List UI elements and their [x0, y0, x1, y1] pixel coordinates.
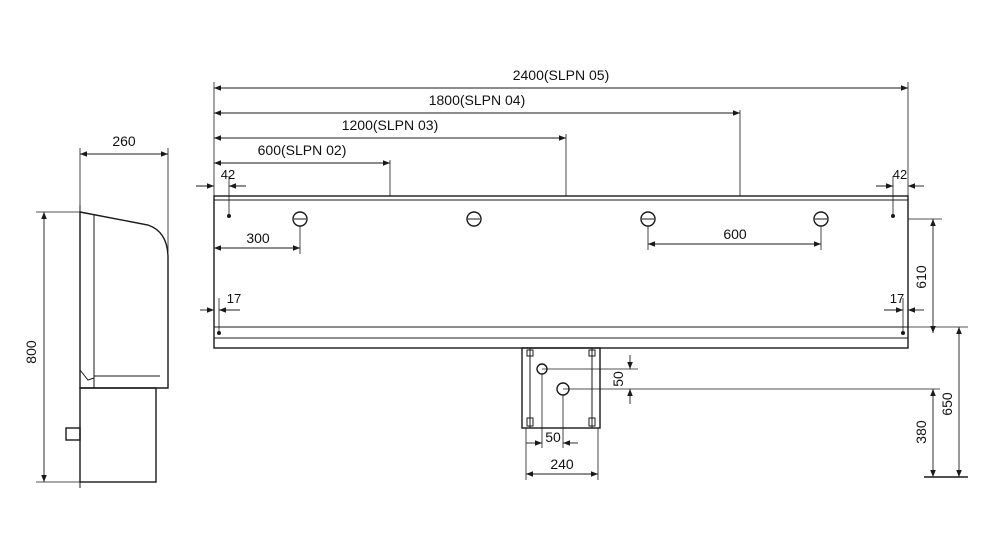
bottom-offset-left-label: 17: [227, 291, 241, 306]
dim-label-1800: 1800(SLPN 04): [429, 92, 526, 108]
side-height-label: 800: [23, 340, 39, 364]
bracket-horizontal-label: 50: [545, 429, 561, 445]
mounting-hole-2: [466, 211, 482, 227]
length-dimensions: 2400(SLPN 05) 1800(SLPN 04) 1200(SLPN 03…: [213, 67, 909, 196]
side-view-hood: [79, 211, 169, 389]
bottom-offset-dimensions: 17 17: [200, 291, 924, 331]
body-height-label: 610: [913, 265, 929, 289]
hole-300-label: 300: [246, 230, 270, 246]
bracket-vertical-label: 50: [610, 371, 626, 387]
mounting-bracket-foot-left: [526, 417, 534, 427]
bracket-dimensions: 50 50 240: [525, 355, 940, 480]
bracket-width-label: 240: [550, 456, 574, 472]
end-offset-right-label: 42: [893, 167, 907, 182]
end-offset-left-label: 42: [221, 167, 235, 182]
mount-low-label: 380: [913, 420, 929, 444]
end-point-top-left: [227, 214, 231, 218]
hole-600-label: 600: [723, 226, 747, 242]
dim-label-2400: 2400(SLPN 05): [513, 67, 610, 83]
end-point-bottom-right: [901, 331, 905, 335]
side-view-base-box: [79, 387, 157, 483]
mount-high-label: 650: [939, 392, 955, 416]
side-view-connector: [65, 427, 81, 441]
front-view-body: [213, 195, 909, 349]
mounting-hole-4: [813, 211, 829, 227]
mounting-hole-3: [640, 211, 656, 227]
mounting-bracket-cap-right: [588, 349, 596, 357]
mounting-bracket-foot-right: [588, 417, 596, 427]
hole-dimensions: 300 600: [213, 226, 822, 254]
side-view-hood-lip: [79, 369, 95, 381]
end-point-bottom-left: [217, 331, 221, 335]
end-point-top-right: [891, 214, 895, 218]
mount-height-dimensions: 380 650: [908, 326, 968, 478]
bottom-offset-right-label: 17: [890, 291, 904, 306]
side-view: 260 800: [23, 133, 169, 488]
dim-label-1200: 1200(SLPN 03): [342, 117, 439, 133]
dim-label-600: 600(SLPN 02): [258, 142, 347, 158]
mounting-bracket: [521, 347, 601, 429]
front-view: [213, 195, 909, 429]
body-height-dimension: 610: [908, 218, 942, 333]
end-offset-dimensions: 42 42: [196, 167, 924, 214]
mounting-hole-top-left: [292, 211, 308, 227]
mounting-bracket-cap-left: [526, 349, 534, 357]
side-width-label: 260: [112, 133, 136, 149]
